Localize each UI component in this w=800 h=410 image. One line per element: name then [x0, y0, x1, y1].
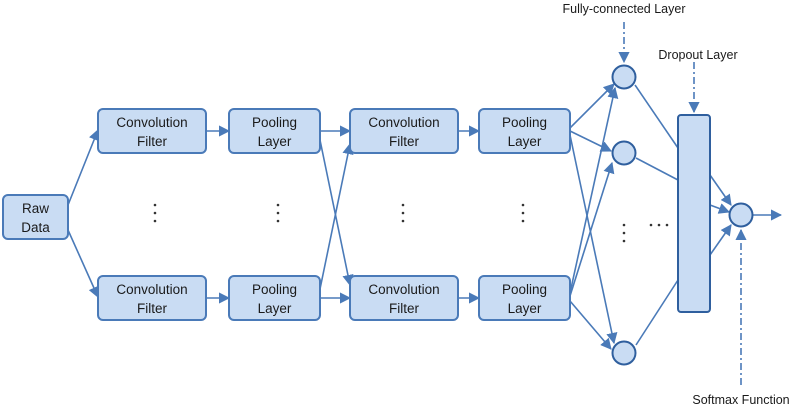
fully-connected-neurons	[611, 64, 637, 366]
callout-dropout-label: Dropout Layer	[658, 48, 737, 62]
edge-pool2-top-to-fc2	[569, 130, 613, 152]
pooling-layer-bottom-2-line-1: Pooling	[502, 282, 547, 297]
conv-filter-bottom-1-line-1: Convolution	[116, 282, 187, 297]
conv-filter-bottom-2: Convolution Filter	[349, 275, 459, 321]
pooling-layer-top-1: Pooling Layer	[228, 108, 321, 154]
edge-pool1-top-to-conv2-bottom	[319, 139, 354, 287]
conv-filter-bottom-1-box	[97, 275, 207, 321]
ellipsis-dot	[521, 219, 525, 223]
ellipsis-dot	[401, 211, 405, 215]
ellipsis-dot	[153, 211, 157, 215]
raw-data-label-line-2: Data	[21, 220, 50, 235]
raw-data-box	[2, 194, 69, 240]
edge-raw-to-conv-top	[67, 128, 100, 206]
edge-pool2-bottom-to-fc3	[569, 300, 612, 350]
edge-pool1-bottom-to-conv2-top	[319, 142, 354, 290]
conv-filter-bottom-2-line-2: Filter	[389, 301, 420, 316]
ellipsis-col-2	[276, 203, 280, 223]
conv-filter-bottom-1-line-2: Filter	[137, 301, 168, 316]
callout-fully-connected-label: Fully-connected Layer	[563, 2, 686, 16]
conv-filter-top-1-line-2: Filter	[137, 134, 168, 149]
conv-filter-top-1-line-1: Convolution	[116, 115, 187, 130]
pooling-layer-top-2-line-2: Layer	[508, 134, 542, 149]
pooling-layer-bottom-1-box	[228, 275, 321, 321]
fc-neuron-2	[611, 140, 637, 166]
ellipsis-dot	[657, 223, 661, 227]
pooling-layer-bottom-2-line-2: Layer	[508, 301, 542, 316]
edges	[67, 83, 783, 350]
conv-filter-top-1: Convolution Filter	[97, 108, 207, 154]
ellipsis-dot	[276, 219, 280, 223]
fc-neuron-1	[611, 64, 637, 90]
pooling-layer-bottom-1: Pooling Layer	[228, 275, 321, 321]
ellipsis-col-4	[521, 203, 525, 223]
pooling-layer-bottom-1-line-1: Pooling	[252, 282, 297, 297]
pooling-layer-top-1-line-2: Layer	[258, 134, 292, 149]
softmax-neuron	[728, 202, 754, 228]
pooling-layer-bottom-1-line-2: Layer	[258, 301, 292, 316]
ellipsis-horizontal	[649, 223, 669, 227]
ellipsis-col-3	[401, 203, 405, 223]
ellipsis-dot	[521, 203, 525, 207]
vertical-ellipses	[153, 203, 669, 243]
edge-dropout-to-softmax-3	[709, 224, 732, 256]
pooling-layer-top-1-box	[228, 108, 321, 154]
ellipsis-dot	[665, 223, 669, 227]
edge-fc1-to-dropout	[634, 84, 679, 149]
conv-filter-top-2-line-2: Filter	[389, 134, 420, 149]
callout-lines	[618, 22, 747, 385]
ellipsis-fc-neurons	[622, 223, 626, 243]
callout-softmax-label: Softmax Function	[692, 393, 789, 407]
ellipsis-col-1	[153, 203, 157, 223]
conv-filter-bottom-1: Convolution Filter	[97, 275, 207, 321]
pooling-layer-bottom-2: Pooling Layer	[478, 275, 571, 321]
ellipsis-dot	[649, 223, 653, 227]
ellipsis-dot	[622, 239, 626, 243]
pooling-layer-bottom-2-box	[478, 275, 571, 321]
edge-pool2-top-to-fc3	[569, 134, 618, 345]
ellipsis-dot	[401, 203, 405, 207]
edge-dropout-to-softmax-2	[709, 203, 731, 214]
conv-filter-bottom-2-box	[349, 275, 459, 321]
ellipsis-dot	[276, 203, 280, 207]
ellipsis-dot	[521, 211, 525, 215]
ellipsis-dot	[401, 219, 405, 223]
pooling-layer-top-1-line-1: Pooling	[252, 115, 297, 130]
edge-pool2-bottom-to-fc2	[569, 161, 615, 297]
ellipsis-dot	[153, 219, 157, 223]
conv-filter-top-2: Convolution Filter	[349, 108, 459, 154]
ellipsis-dot	[622, 231, 626, 235]
pooling-layer-top-2-line-1: Pooling	[502, 115, 547, 130]
raw-data-label-line-1: Raw	[22, 201, 49, 216]
edge-pool2-top-to-fc1	[569, 83, 615, 129]
conv-filter-bottom-2-line-1: Convolution	[368, 282, 439, 297]
dropout-layer-bar	[677, 114, 711, 313]
fc-neuron-3	[611, 340, 637, 366]
edge-pool2-bottom-to-fc1	[569, 86, 619, 294]
edge-dropout-to-softmax-1	[709, 174, 732, 206]
pooling-layer-top-2: Pooling Layer	[478, 108, 571, 154]
raw-data-node: Raw Data	[2, 194, 69, 240]
edge-fc2-to-dropout	[635, 157, 679, 181]
pooling-layer-top-2-box	[478, 108, 571, 154]
conv-filter-top-1-box	[97, 108, 207, 154]
conv-filter-top-2-box	[349, 108, 459, 154]
ellipsis-dot	[622, 223, 626, 227]
edge-fc3-to-dropout	[635, 279, 679, 346]
ellipsis-dot	[153, 203, 157, 207]
edge-raw-to-conv-bottom	[67, 229, 99, 299]
ellipsis-dot	[276, 211, 280, 215]
conv-filter-top-2-line-1: Convolution	[368, 115, 439, 130]
